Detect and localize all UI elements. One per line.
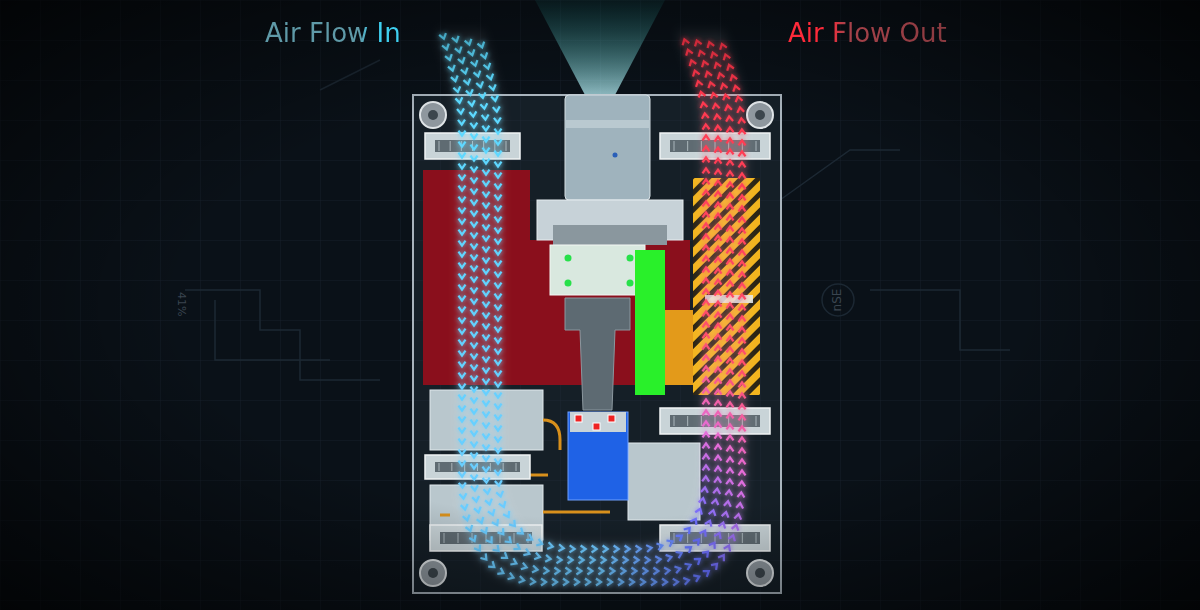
airflow-in-title: Air Flow In bbox=[265, 18, 401, 48]
airflow-out-title: Air Flow Out bbox=[788, 18, 947, 48]
background-mark: 41% bbox=[175, 292, 188, 316]
background-mark: nSE bbox=[830, 289, 844, 312]
